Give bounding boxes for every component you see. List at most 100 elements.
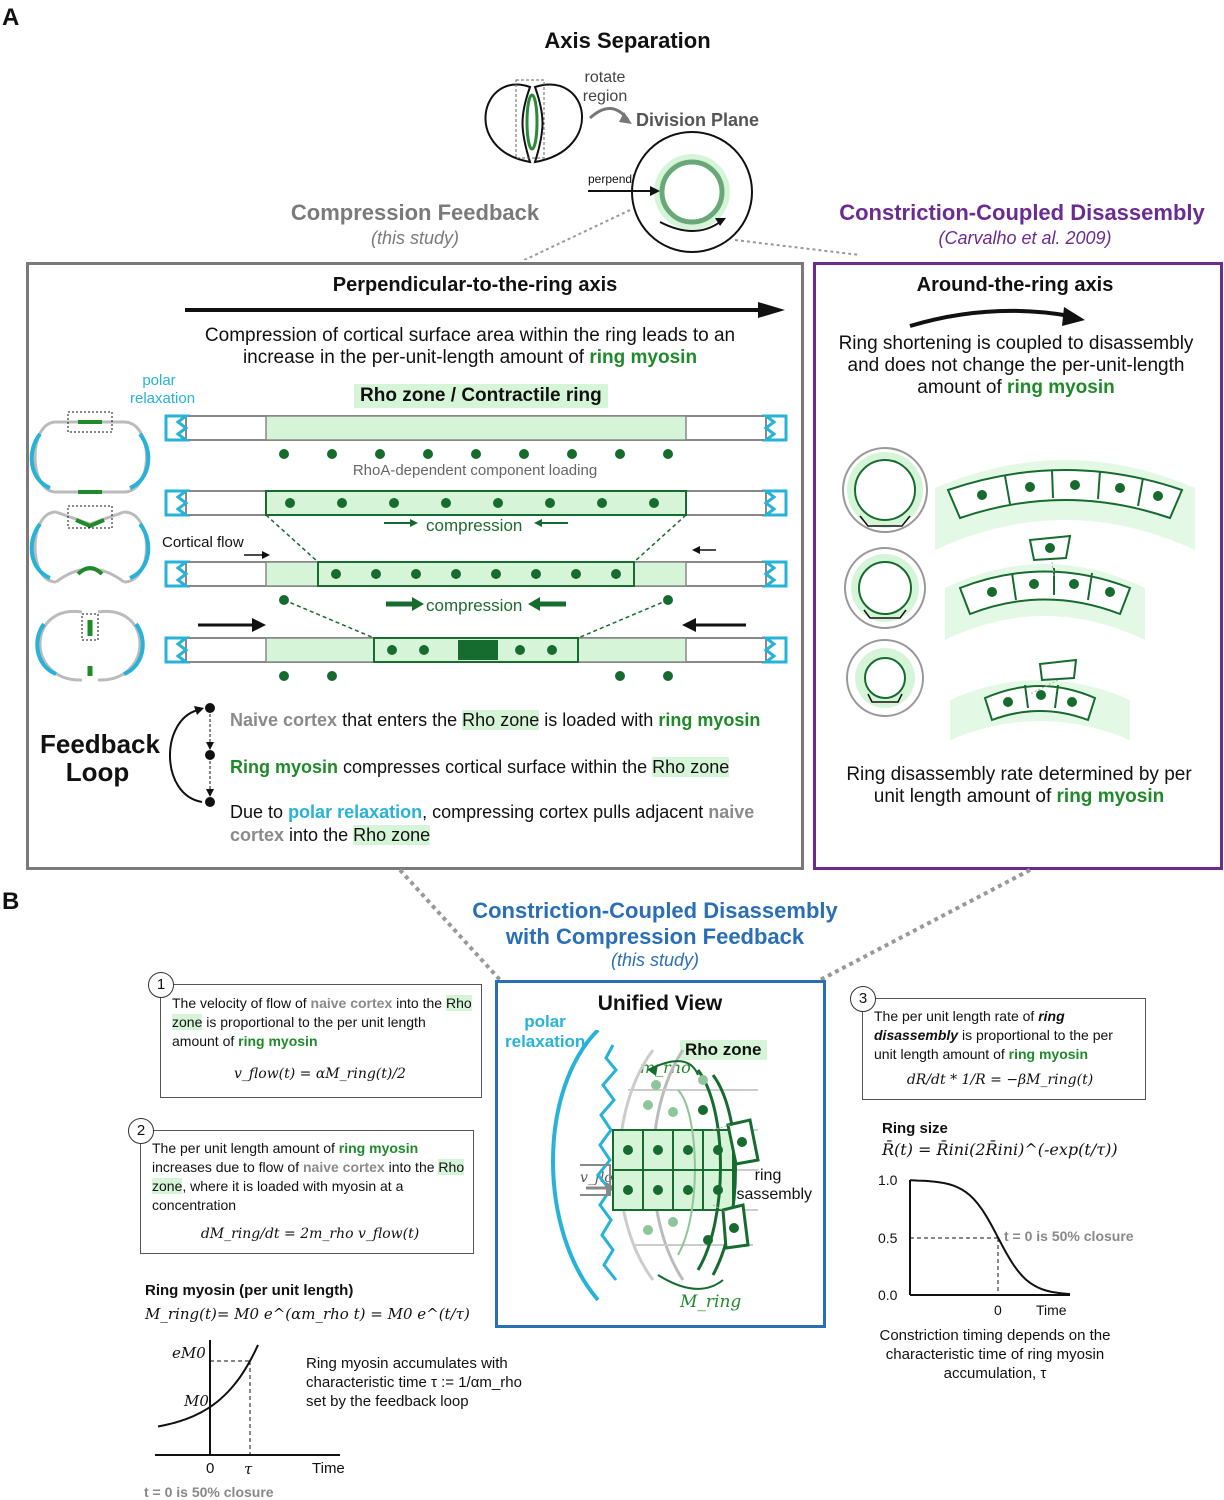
around-axis-title: Around-the-ring axis [916,274,1114,296]
compression-label-2: compression [426,596,523,615]
panel-label-b: B [2,888,20,915]
around-bottom-text: Ring disassembly rate determined by per … [834,764,1204,808]
step-1-text: The velocity of flow of naive cortex int… [172,994,472,1051]
fb2-rho: Rho zone [652,757,730,777]
around-description: Ring shortening is coupled to disassembl… [826,333,1206,399]
compression-feedback-title: Compression Feedback [290,200,540,225]
fb3-polar: polar relaxation [288,802,423,822]
ring-plot-title: Ring size [882,1120,948,1137]
myosin-x-zero: 0 [206,1460,215,1477]
around-axis-panel [813,262,1223,870]
unified-title-line2: with Compression Feedback [505,924,805,949]
step-3-number: 3 [850,986,876,1012]
step1-t2: naive cortex [310,995,393,1011]
step1-t1: The velocity of flow of [172,995,307,1011]
axis-separation-drawing [484,79,861,260]
ring-y-05: 0.5 [878,1230,898,1246]
step1-t3: into the [396,995,443,1011]
perpendicular-description-text: Compression of cortical surface area wit… [204,325,736,368]
fb3-text3: into the [289,825,349,845]
fb1-text2: is loaded with [544,710,654,730]
ccd-subtitle: (Carvalho et al. 2009) [938,228,1112,248]
step3-t1: The per unit length rate of [874,1008,1035,1024]
compression-feedback-subtitle: (this study) [370,228,460,248]
rotate-region-label: rotate region [582,69,628,105]
around-bottom-myosin: ring myosin [1056,786,1165,807]
step-1-box [160,984,482,1098]
step2-t5: into the [388,1159,435,1175]
fb1-text: that enters the [342,710,458,730]
feedback-step-2: Ring myosin compresses cortical surface … [230,756,790,778]
cortical-flow-label: Cortical flow [162,534,244,551]
feedback-step-3: Due to polar relaxation, compressing cor… [230,801,790,847]
ring-disassembly-diagram [842,447,1195,740]
step2-t1: The per unit length amount of [152,1140,335,1156]
fb2-text: compresses cortical surface within the [343,757,648,777]
myosin-x-tau: τ [244,1460,253,1478]
unified-title: Constriction-Coupled Disassembly with Co… [470,898,840,950]
myosin-x-label: Time [312,1460,345,1477]
myosin-note: Ring myosin accumulates with characteris… [306,1355,522,1410]
step-2-number: 2 [128,1118,154,1144]
fb3-text: Due to [230,802,284,822]
ccd-title: Constriction-Coupled Disassembly [839,200,1205,225]
ring-y-0: 0.0 [878,1287,898,1303]
unified-view-title: Unified View [597,992,723,1015]
polar-relaxation-label: polar relaxation [130,372,196,407]
unified-title-line1: Constriction-Coupled Disassembly [472,898,838,923]
rhoa-loading-label: RhoA-dependent component loading [352,462,598,479]
step3-t2: ring disassembly [874,1008,1065,1043]
panel-b-connectors [398,868,1031,982]
around-description-myosin: ring myosin [1007,377,1115,398]
fb1-naive: Naive cortex [230,710,338,730]
step-3-text: The per unit length rate of ring disasse… [874,1007,1139,1064]
cortex-strip-diagram [29,411,788,682]
ring-note: Constriction timing depends on the chara… [879,1327,1111,1382]
fb3-naive: naive cortex [230,802,755,845]
perpendicular-description-myosin: ring myosin [589,347,698,368]
feedback-loop-label: Feedback Loop [40,729,160,787]
myosin-curve [157,1344,259,1428]
step-3-box [862,998,1146,1100]
step-1-number: 1 [148,972,174,998]
unified-view-panel [495,980,826,1328]
ring-x-label: Time [1036,1302,1067,1318]
ring-x-zero: 0 [994,1302,1002,1318]
step1-t6: ring myosin [238,1033,318,1049]
perpendicular-axis-title: Perpendicular-to-the-ring axis [332,274,618,296]
myosin-chart [155,1340,340,1456]
step3-t3: is proportional to the per unit length a… [874,1027,1113,1062]
step3-t4: ring myosin [1008,1046,1089,1062]
step-3-equation: dR/dt * 1/R = −βM_ring(t) [906,1072,1094,1088]
fb3-rho: Rho zone [353,825,431,845]
unified-rho-zone: Rho zone [680,1040,767,1060]
panel-label-a: A [2,4,20,31]
around-description-text: Ring shortening is coupled to disassembl… [838,333,1194,398]
unified-subtitle: (this study) [610,950,700,970]
step-2-equation: dM_ring/dt = 2m_rho v_flow(t) [200,1226,420,1242]
ring-annotation: t = 0 is 50% closure [1004,1228,1134,1244]
step2-t3: increases due to flow of [152,1159,300,1175]
ring-y-1: 1.0 [878,1172,898,1188]
step-2-box [140,1130,474,1254]
ring-size-chart [909,1179,1071,1296]
around-arrow [909,307,1085,328]
ring-plot-equation: R̄(t) = R̄ini(2R̄ini)^(-exp(t/τ)) [882,1140,1118,1159]
step1-t5: is proportional to the per unit length a… [172,1014,426,1049]
unified-polar-relaxation: polar relaxation [505,1012,586,1051]
feedback-loop-arrows [169,703,215,807]
ring-size-curve [909,1179,1071,1296]
compression-label-1: compression [426,516,523,535]
myosin-plot-equation: M_ring(t)= M0 e^(αm_rho t) = M0 e^(t/τ) [145,1305,470,1323]
unified-view-diagram [551,1030,760,1302]
unified-ring-disassembly: ring disassembly [723,1167,813,1203]
myosin-y-mid: M0 [184,1392,209,1410]
unified-M-ring: M_ring [680,1292,742,1312]
step2-t4: naive cortex [302,1159,385,1175]
feedback-step-1: Naive cortex that enters the Rho zone is… [230,709,790,731]
perpendicular-arrow [185,302,785,318]
fb2-myosin: Ring myosin [230,757,339,777]
step2-t7: , where it is loaded with myosin at a co… [152,1178,404,1213]
perpendicular-description: Compression of cortical surface area wit… [200,325,740,369]
fb3-text2: , compressing cortex pulls adjacent [422,802,704,822]
